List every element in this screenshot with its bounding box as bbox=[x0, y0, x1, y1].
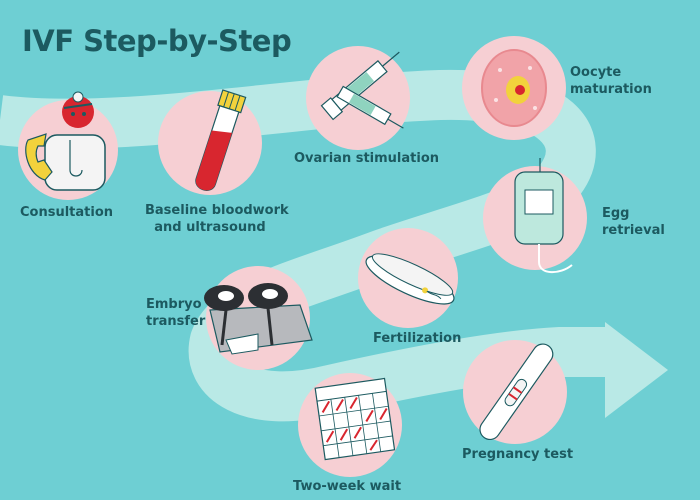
step-label-pregnancy-test: Pregnancy test bbox=[462, 447, 574, 462]
step-label-egg-retrieval: Egg retrieval bbox=[602, 205, 665, 239]
step-two-week-wait-illustration bbox=[298, 373, 402, 477]
step-ovarian-stimulation-illustration bbox=[306, 46, 410, 150]
step-embryo-transfer-illustration bbox=[204, 266, 313, 370]
step-label-bloodwork-line2: and ultrasound bbox=[154, 220, 266, 235]
step-label-oocyte-line1: Oocyte bbox=[570, 65, 622, 80]
step-bloodwork-illustration bbox=[158, 89, 262, 195]
path-arrowhead bbox=[605, 322, 668, 418]
step-label-bloodwork-line1: Baseline bloodwork bbox=[145, 203, 289, 218]
page-title: IVF Step-by-Step bbox=[22, 24, 292, 58]
step-label-oocyte: Oocyte maturation bbox=[570, 64, 652, 98]
step-label-ovarian-stimulation: Ovarian stimulation bbox=[294, 151, 440, 166]
step-consultation-illustration bbox=[18, 91, 118, 200]
step-label-embryo-transfer-line2: transfer bbox=[146, 314, 206, 329]
step-label-two-week-wait: Two-week wait bbox=[293, 479, 402, 494]
step-label-embryo-transfer: Embryo transfer bbox=[146, 296, 205, 330]
step-label-egg-retrieval-line1: Egg bbox=[602, 206, 630, 221]
step-pregnancy-test-illustration bbox=[463, 340, 567, 444]
step-label-egg-retrieval-line2: retrieval bbox=[602, 223, 665, 238]
step-oocyte-illustration bbox=[462, 36, 566, 140]
step-egg-retrieval-illustration bbox=[483, 158, 587, 274]
step-label-bloodwork: Baseline bloodwork and ultrasound bbox=[145, 202, 289, 236]
step-label-embryo-transfer-line1: Embryo bbox=[146, 297, 202, 312]
step-fertilization-illustration bbox=[358, 228, 458, 328]
step-label-oocyte-line2: maturation bbox=[570, 82, 652, 97]
step-label-consultation: Consultation bbox=[20, 205, 114, 220]
step-label-fertilization: Fertilization bbox=[373, 331, 462, 346]
